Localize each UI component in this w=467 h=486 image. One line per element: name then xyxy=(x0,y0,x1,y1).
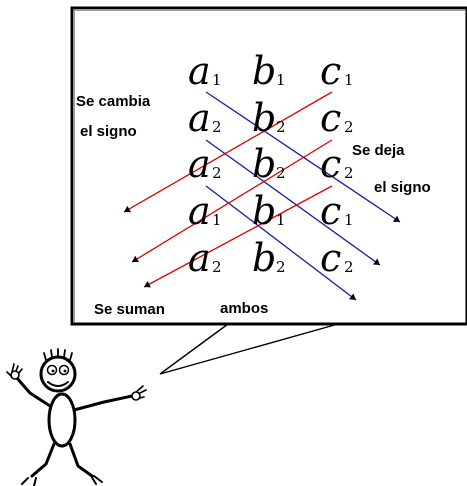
matrix-entry-b1: b xyxy=(252,49,276,93)
matrix-subscript: 1 xyxy=(212,211,222,229)
speech-bubble-tail xyxy=(159,323,339,375)
note-se-deja: Se deja xyxy=(352,142,405,159)
minus-diagonals xyxy=(123,91,333,288)
minus-diagonal-1 xyxy=(123,91,333,213)
matrix-subscript: 2 xyxy=(212,164,222,182)
matrix-entry-c2: c xyxy=(320,236,341,280)
note-el-signo-left: el signo xyxy=(80,123,137,140)
matrix-entry-a2: a xyxy=(188,142,211,186)
matrix-subscript: 2 xyxy=(276,164,286,182)
matrix-entry-b1: b xyxy=(252,189,276,233)
matrix-entry-b2: b xyxy=(252,142,276,186)
matrix-subscript: 2 xyxy=(212,258,222,276)
note-ambos: ambos xyxy=(220,300,268,317)
matrix-entry-c1: c xyxy=(320,189,341,233)
plus-diagonal-3 xyxy=(205,185,357,301)
matrix-subscript: 1 xyxy=(276,211,286,229)
matrix-entry-c1: c xyxy=(320,49,341,93)
note-se-suman: Se suman xyxy=(94,301,165,318)
matrix-entry-a1: a xyxy=(188,49,211,93)
matrix-subscript: 2 xyxy=(276,118,286,136)
plus-diagonal-2 xyxy=(205,139,381,266)
matrix-subscript: 1 xyxy=(276,71,286,89)
matrix-subscript: 1 xyxy=(212,71,222,89)
arrowhead xyxy=(373,258,380,265)
matrix-entry-a2: a xyxy=(188,236,211,280)
arrowhead xyxy=(132,255,139,263)
arrowhead xyxy=(393,215,400,222)
note-se-cambia: Se cambia xyxy=(76,93,151,110)
speech-bubble xyxy=(70,6,467,326)
matrix-entry-b2: b xyxy=(252,96,276,140)
arrowhead xyxy=(349,293,356,300)
matrix-entry-c2: c xyxy=(320,142,341,186)
matrix-subscript: 2 xyxy=(344,164,354,182)
matrix-subscript: 2 xyxy=(276,258,286,276)
arrowhead xyxy=(144,280,151,288)
matrix-entry-a2: a xyxy=(188,96,211,140)
matrix-entry-a1: a xyxy=(188,189,211,233)
arrowhead xyxy=(124,205,131,213)
minus-diagonal-2 xyxy=(131,139,333,263)
stick-figure-body xyxy=(47,392,77,448)
matrix-subscript: 1 xyxy=(344,211,354,229)
matrix-subscript: 1 xyxy=(344,71,354,89)
matrix-entry-b2: b xyxy=(252,236,276,280)
matrix-subscript: 2 xyxy=(344,258,354,276)
stick-figure xyxy=(6,348,147,486)
matrix-subscript: 2 xyxy=(212,118,222,136)
minus-diagonal-3 xyxy=(143,185,333,288)
note-el-signo-right: el signo xyxy=(374,179,431,196)
matrix-entry-c2: c xyxy=(320,96,341,140)
matrix-subscript: 2 xyxy=(344,118,354,136)
